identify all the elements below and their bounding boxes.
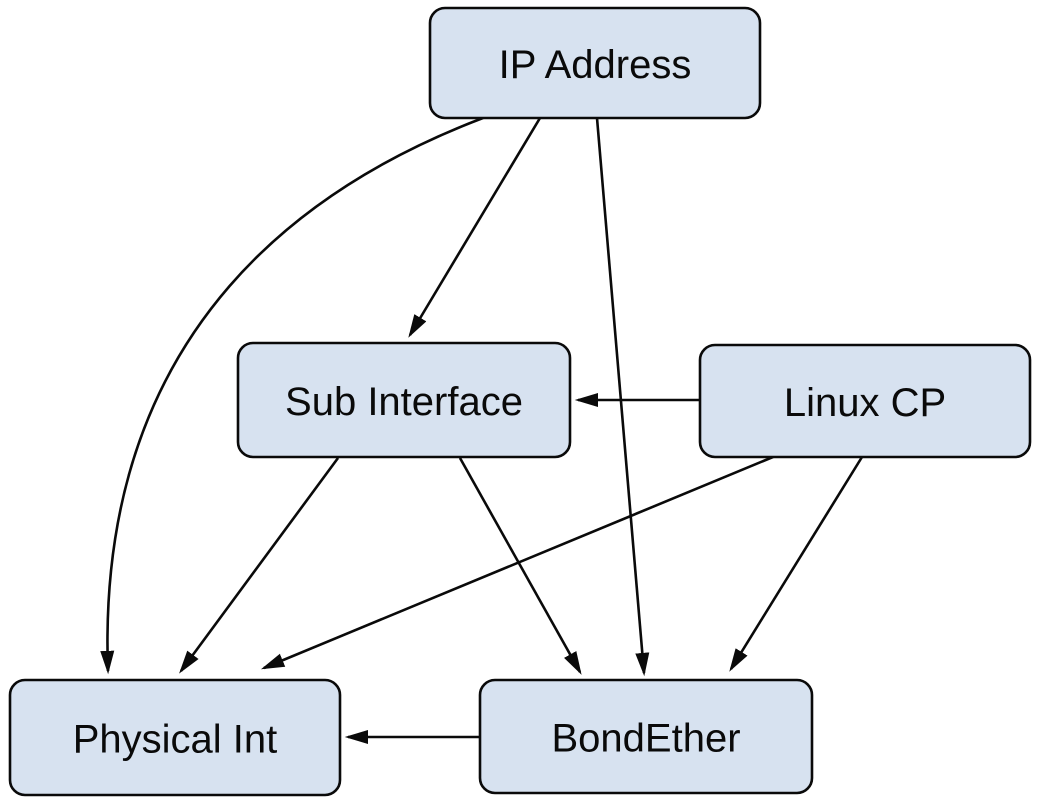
node-sub-interface: Sub Interface — [236, 341, 572, 459]
edge-linux_cp-to-bond_ether — [729, 456, 864, 672]
node-linux-cp: Linux CP — [698, 343, 1032, 459]
node-sub-interface-label: Sub Interface — [285, 380, 523, 424]
edge-ip_address-to-physical_int — [100, 116, 484, 675]
node-physical-int-label: Physical Int — [73, 718, 278, 762]
node-bond-ether-box — [478, 678, 814, 795]
node-bond-ether-label: BondEther — [551, 717, 740, 761]
node-ip-address-box — [428, 6, 762, 120]
node-physical-int-box — [8, 678, 342, 797]
node-ip-address-label: IP Address — [499, 43, 692, 87]
edge-sub_interface-to-physical_int — [179, 457, 340, 674]
edge-ip_address-to-bond_ether — [595, 117, 650, 677]
node-linux-cp-label: Linux CP — [784, 381, 946, 425]
node-linux-cp-box — [698, 343, 1032, 459]
edge-ip_address-to-sub_interface — [408, 117, 542, 338]
node-bond-ether: BondEther — [478, 678, 814, 795]
edges-layer — [100, 116, 864, 745]
edge-sub_interface-to-bond_ether — [458, 457, 582, 675]
node-physical-int: Physical Int — [8, 678, 342, 797]
node-ip-address: IP Address — [428, 6, 762, 120]
node-sub-interface-box — [236, 341, 572, 459]
